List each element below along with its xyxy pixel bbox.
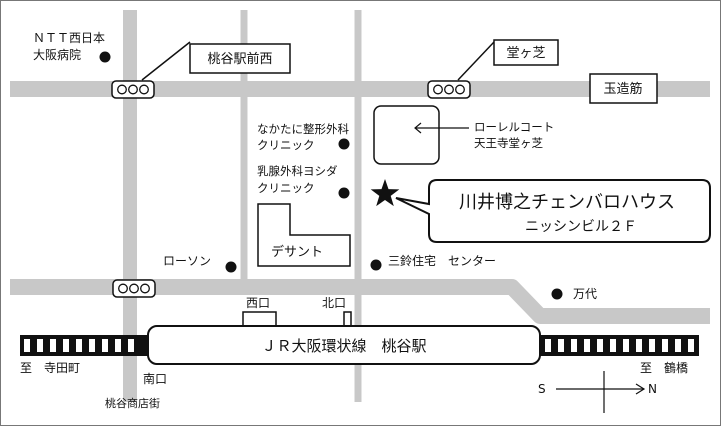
road-south — [10, 279, 710, 324]
destination-callout — [395, 179, 711, 243]
label-mandai: 万代 — [573, 287, 597, 301]
railway-tie — [636, 339, 642, 352]
station-name: ＪＲ大阪環状線 桃谷駅 — [261, 337, 426, 355]
dot-icon — [338, 138, 350, 150]
dot-icon — [370, 259, 382, 271]
railway-tie — [662, 339, 668, 352]
station-exits — [242, 311, 352, 326]
label-ntt-line2: 大阪病院 — [33, 47, 81, 62]
railway-tie — [115, 339, 121, 352]
destination-floor: ニッシンビル２Ｆ — [525, 219, 637, 235]
label-court-line1: ローレルコート — [474, 120, 554, 134]
traffic-signal-icon — [112, 279, 156, 298]
label-to-teradacho: 至 寺田町 — [20, 361, 80, 375]
label-lawson: ローソン — [163, 254, 211, 268]
railway-tie — [688, 339, 694, 352]
label-court-line2: 天王寺堂ヶ芝 — [474, 136, 543, 150]
label-west-exit: 西口 — [246, 296, 270, 310]
label-nakatani-line2: クリニック — [257, 138, 315, 152]
station-box — [147, 325, 541, 365]
building-laurel-court — [373, 105, 440, 165]
label-nyusen-line1: 乳腺外科ヨシダ — [257, 164, 338, 178]
arrowhead-icon — [414, 122, 422, 134]
label-north-exit: 北口 — [322, 296, 346, 310]
west-exit-marker — [242, 311, 277, 326]
compass: S N — [538, 371, 657, 413]
road-name-box — [589, 73, 658, 104]
label-to-tsuruhashi: 至 鶴橋 — [640, 360, 688, 375]
railway-tie — [558, 339, 564, 352]
railway-tie — [649, 339, 655, 352]
label-nakatani-line1: なかたに整形外科 — [257, 122, 349, 136]
intersection-dogashiba: 堂ヶ芝 — [506, 45, 545, 61]
railway-ties — [24, 339, 694, 352]
railway-tie — [597, 339, 603, 352]
intersection-box-dogashiba — [493, 39, 559, 66]
dot-icon — [338, 187, 350, 199]
label-desant: デサント — [271, 244, 323, 260]
compass-s: S — [538, 382, 546, 396]
callout-line — [141, 41, 191, 81]
railway-tie — [675, 339, 681, 352]
label-ntt-line1: ＮＴＴ西日本 — [33, 31, 105, 45]
railway-tie — [571, 339, 577, 352]
label-sanrei: 三鈴住宅 センター — [388, 253, 496, 268]
arrowhead-icon — [635, 383, 646, 395]
railway-tie — [89, 339, 95, 352]
building-desant — [257, 203, 351, 267]
label-shotengai: 桃谷商店街 — [105, 396, 160, 410]
railway-tie — [623, 339, 629, 352]
railway-tie — [37, 339, 43, 352]
star-icon — [370, 179, 400, 207]
railway-tie — [610, 339, 616, 352]
north-exit-marker — [343, 311, 352, 326]
callout-line — [457, 41, 495, 81]
intersection-box-momodani — [189, 43, 291, 74]
railway-tie — [50, 339, 56, 352]
railway-tie — [102, 339, 108, 352]
label-south-exit: 南口 — [143, 371, 167, 386]
traffic-signal-icon — [427, 80, 471, 99]
intersection-momodani-ekimae-nishi: 桃谷駅前西 — [207, 51, 272, 67]
railway-tie — [545, 339, 551, 352]
railway-tie — [76, 339, 82, 352]
railway-tie — [128, 339, 134, 352]
dot-icon — [225, 261, 237, 273]
railway-tie — [24, 339, 30, 352]
traffic-signal-icon — [111, 80, 155, 99]
destination-name: 川井博之チェンバロハウス — [459, 192, 675, 213]
road-name-tamatsukurisuji: 玉造筋 — [603, 81, 642, 97]
compass-n: N — [648, 382, 657, 396]
dot-icon — [551, 288, 563, 300]
railway-tie — [584, 339, 590, 352]
label-nyusen-line2: クリニック — [257, 181, 315, 195]
railway-tie — [63, 339, 69, 352]
dot-icon — [99, 51, 111, 63]
